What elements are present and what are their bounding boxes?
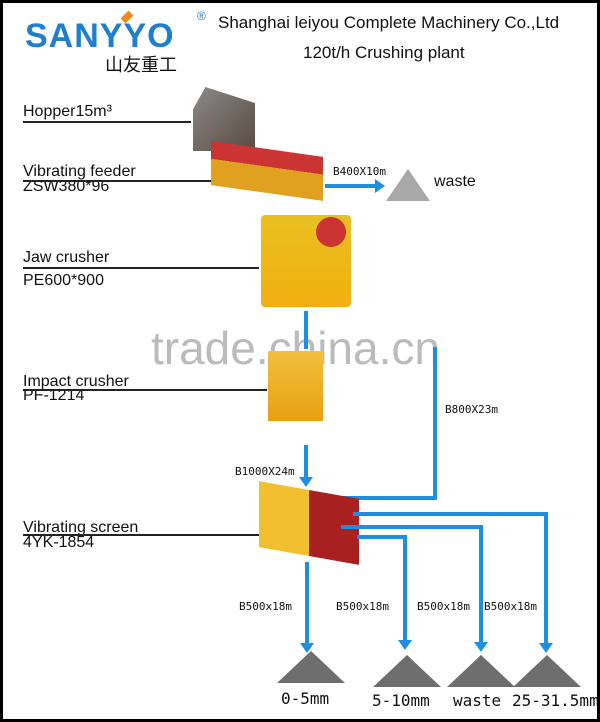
logo: SANYYO ® 山友重工 xyxy=(25,7,210,76)
product-pile xyxy=(277,651,345,683)
conveyor-main xyxy=(304,445,308,479)
leader-line xyxy=(23,389,267,391)
conveyor-waste xyxy=(325,184,377,188)
conveyor-out2 xyxy=(357,535,407,539)
conveyor-out4 xyxy=(353,512,548,516)
conveyor-out2 xyxy=(403,535,407,643)
crushing-plant-diagram: SANYYO ® 山友重工 Shanghai leiyou Complete M… xyxy=(3,3,597,719)
product-label: 25-31.5mm xyxy=(512,691,597,710)
arrow-head-icon xyxy=(300,643,314,653)
waste-pile xyxy=(386,169,430,201)
arrow-head-icon xyxy=(398,640,412,650)
leader-line xyxy=(23,267,259,269)
arrow-head-icon xyxy=(299,477,313,487)
jaw-crusher-label: Jaw crusher xyxy=(23,249,110,266)
impact-crusher-image xyxy=(268,351,323,421)
jaw-crusher-model: PE600*900 xyxy=(23,272,104,289)
conveyor-label: B500x18m xyxy=(484,600,537,613)
conveyor-out3 xyxy=(341,525,483,529)
arrow-head-icon xyxy=(375,179,385,193)
screen-image xyxy=(259,481,359,565)
conveyor-out4 xyxy=(544,512,548,646)
arrow-head-icon xyxy=(474,642,488,652)
feeder-image xyxy=(211,141,323,201)
registered-mark: ® xyxy=(197,9,206,23)
conveyor-return xyxy=(343,496,437,500)
product-pile xyxy=(373,655,441,687)
conveyor-label: B800X23m xyxy=(445,403,498,416)
conveyor-label: B500x18m xyxy=(239,600,292,613)
product-label: 0-5mm xyxy=(281,689,330,708)
product-pile xyxy=(513,655,581,687)
jaw-crusher-image xyxy=(261,215,351,307)
arrow-head-icon xyxy=(539,643,553,653)
page-title: 120t/h Crushing plant xyxy=(303,43,465,62)
conveyor-jaw-impact xyxy=(304,311,308,349)
product-label: waste xyxy=(453,691,502,710)
screen-label: Vibrating screen xyxy=(23,519,139,536)
logo-brand: SANYYO xyxy=(25,17,175,55)
leader-line xyxy=(23,121,191,123)
waste-label: waste xyxy=(434,173,476,190)
product-label: 5-10mm xyxy=(372,691,430,710)
conveyor-label: B500x18m xyxy=(336,600,389,613)
conveyor-out3 xyxy=(479,525,483,645)
conveyor-label: B500x18m xyxy=(417,600,470,613)
screen-model: 4YK-1854 xyxy=(23,534,95,551)
hopper-image xyxy=(193,87,255,151)
leader-line xyxy=(23,534,263,536)
feeder-model: ZSW380*96 xyxy=(23,178,110,195)
impact-crusher-model: PF-1214 xyxy=(23,387,85,404)
leader-line xyxy=(23,180,215,182)
conveyor-label: B400X10m xyxy=(333,165,386,178)
hopper-label: Hopper15m³ xyxy=(23,103,112,120)
impact-crusher-label: Impact crusher xyxy=(23,373,129,390)
conveyor-out1 xyxy=(305,562,309,646)
product-pile xyxy=(447,655,515,687)
conveyor-label: B1000X24m xyxy=(235,465,295,478)
company-name: Shanghai leiyou Complete Machinery Co.,L… xyxy=(218,13,560,32)
logo-chinese: 山友重工 xyxy=(105,55,177,76)
feeder-label: Vibrating feeder xyxy=(23,163,136,180)
conveyor-return xyxy=(433,347,437,499)
